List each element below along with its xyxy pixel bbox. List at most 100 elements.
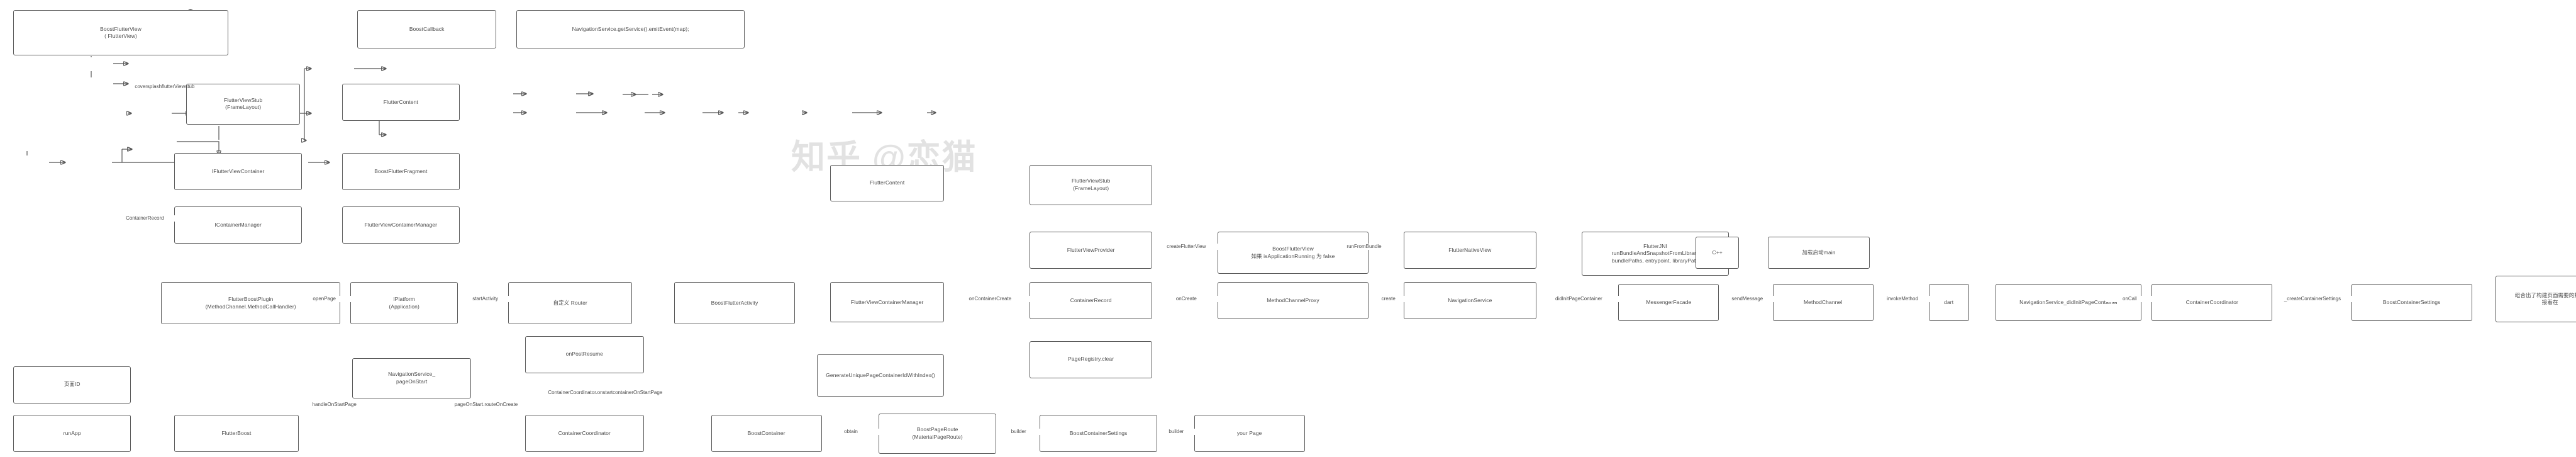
node-navservice_emitevent[interactable]: NavigationService.getService().emitEvent…	[516, 10, 745, 49]
node-label: ContainerRecord	[1070, 297, 1112, 304]
node-label: 自定义 Router	[553, 300, 587, 307]
node-label: IContainerManager	[214, 221, 262, 228]
node-label: BoostPageRoute(MaterialPageRoute)	[912, 426, 963, 440]
node-label: FlutterViewContainerManager	[850, 298, 924, 305]
edge-label-create: create	[1372, 295, 1405, 303]
node-label: FlutterBoostPlugin(MethodChannel.MethodC…	[205, 296, 296, 310]
node-iflutterviewcontainer[interactable]: IFlutterViewContainer	[174, 152, 302, 190]
edge-label-handleonstartpage: handleOnStartPage	[302, 401, 367, 409]
node-label: 组合出了构建页面需要的数据接着在	[2514, 291, 2576, 306]
node-boostflutterview_top[interactable]: BoostFlutterView( FlutterView)	[13, 10, 228, 56]
node-containercoordinator_2[interactable]: ContainerCoordinator	[525, 415, 644, 452]
node-boostcontainersettings_1[interactable]: BoostContainerSettings	[2351, 284, 2472, 321]
node-fluttercontent_1[interactable]: FlutterContent	[342, 84, 460, 121]
edge-label-oncall: onCall	[2106, 295, 2153, 303]
edge-label-oncreate: onCreate	[1153, 295, 1219, 303]
node-containercoordinator_1[interactable]: ContainerCoordinator	[2151, 284, 2273, 321]
node-label: NavigationService_didInitPageContainer	[2019, 298, 2118, 305]
edge-label-containercoordinator-onstartpage: ContainerCoordinator.onstartcontainerOnS…	[516, 390, 694, 397]
node-methodchannelproxy[interactable]: MethodChannelProxy	[1218, 282, 1368, 320]
node-label: MethodChannel	[1803, 298, 1843, 305]
node-flutterviewstub_2[interactable]: FlutterViewStub(FrameLayout)	[1030, 164, 1152, 205]
node-boostcontainersettings_2[interactable]: BoostContainerSettings	[1040, 415, 1157, 452]
node-label: MethodChannelProxy	[1267, 297, 1319, 304]
node-your_page[interactable]: your Page	[1194, 415, 1305, 452]
node-label: GenerateUniquePageContainerIdWithIndex()	[826, 371, 935, 378]
node-label: BoostFlutterActivity	[711, 300, 758, 307]
node-cpp[interactable]: C++	[1696, 237, 1740, 269]
node-flutternativeview[interactable]: FlutterNativeView	[1404, 232, 1536, 269]
node-label: FlutterViewContainerManager	[364, 221, 438, 228]
node-boostflutterfragment[interactable]: BoostFlutterFragment	[342, 152, 460, 190]
node-fluttercontent_2[interactable]: FlutterContent	[830, 164, 945, 202]
node-label: onPostResume	[565, 351, 603, 358]
edge-label-boostcontainer-builder: builder	[996, 428, 1041, 436]
node-icontainermanager[interactable]: IContainerManager	[174, 206, 302, 244]
edge-label-boostcontainersettings-builder: builder	[1157, 428, 1196, 436]
edge-label-startactivity: startActivity	[459, 295, 511, 303]
node-dart_1[interactable]: dart	[1928, 284, 1969, 321]
node-label: FlutterViewStub(FrameLayout)	[1071, 178, 1111, 191]
node-flutterviewstub_1[interactable]: FlutterViewStub(FrameLayout)	[186, 84, 301, 125]
node-label: FlutterViewProvider	[1067, 246, 1115, 253]
node-label: FlutterContent	[383, 99, 418, 106]
node-flutterviewcontainermanager_left[interactable]: FlutterViewContainerManager	[342, 206, 460, 244]
edge-label-containerrecord-label: ContainerRecord	[114, 215, 176, 222]
edge-label-createflutterview: createFlutterView	[1153, 244, 1219, 251]
node-iplatform[interactable]: IPlatform(Application)	[350, 282, 458, 325]
node-label: 加载启动main	[1802, 249, 1836, 256]
node-navservice_pageonstart[interactable]: NavigationService_pageOnStart	[352, 358, 472, 398]
node-label: BoostFlutterView( FlutterView)	[100, 25, 142, 40]
node-custom_router[interactable]: 自定义 Router	[508, 282, 633, 325]
node-flutterboost[interactable]: FlutterBoost	[174, 415, 299, 452]
node-navservice_didinit[interactable]: NavigationService_didInitPageContainer	[1996, 284, 2142, 321]
node-onpostresume[interactable]: onPostResume	[525, 336, 644, 373]
node-boostpagemodule[interactable]: BoostPageRoute(MaterialPageRoute)	[879, 413, 996, 454]
node-label: IPlatform(Application)	[389, 296, 419, 310]
node-messengerfacade[interactable]: MessengerFacade	[1618, 284, 1719, 321]
node-label: FlutterContent	[870, 179, 905, 186]
edge-label-createcontainersettings: _createContainerSettings	[2272, 295, 2353, 303]
node-page_id[interactable]: 页面ID	[13, 366, 131, 403]
edge-label-boostcontainer-obtain: obtain	[821, 428, 880, 436]
node-label: ContainerCoordinator	[558, 429, 611, 436]
node-label: FlutterNativeView	[1448, 246, 1492, 253]
node-label: runApp	[63, 429, 81, 436]
node-label: IFlutterViewContainer	[211, 167, 265, 174]
edge-label-pageonstartrouteoncreate: pageOnStart.routeOnCreate	[446, 401, 526, 409]
node-runapp[interactable]: runApp	[13, 415, 131, 452]
node-navigationservice[interactable]: NavigationService	[1404, 282, 1536, 320]
node-label: dart	[1944, 298, 1954, 305]
node-label: BoostFlutterFragment	[374, 167, 428, 174]
node-label: BoostContainerSettings	[2382, 298, 2441, 305]
node-label: BoostCallback	[409, 25, 445, 32]
node-containerrecord[interactable]: ContainerRecord	[1030, 282, 1152, 320]
node-load_main[interactable]: 加载启动main	[1767, 237, 1870, 269]
node-label: your Page	[1236, 429, 1262, 436]
edge-label-invokemethod: invokeMethod	[1875, 295, 1930, 303]
node-label: FlutterViewStub(FrameLayout)	[223, 97, 263, 111]
edge-label-runfrombundle: runFromBundle	[1324, 244, 1404, 251]
node-label: NavigationService_pageOnStart	[388, 371, 436, 385]
node-label: FlutterBoost	[221, 429, 252, 436]
node-boostcallback[interactable]: BoostCallback	[357, 10, 497, 49]
node-label: C++	[1712, 249, 1723, 256]
node-boostflutteractivity[interactable]: BoostFlutterActivity	[674, 282, 795, 325]
node-generatepagecontainer[interactable]: GenerateUniquePageContainerIdWithIndex()	[816, 354, 945, 397]
node-pageregistry[interactable]: PageRegistry.clear	[1030, 341, 1152, 378]
node-boostcontainer[interactable]: BoostContainer	[711, 415, 822, 452]
edge-label-openpage: openPage	[297, 295, 352, 303]
node-label: PageRegistry.clear	[1068, 356, 1114, 363]
node-methodchannel[interactable]: MethodChannel	[1772, 284, 1874, 321]
node-flutterviewprovider[interactable]: FlutterViewProvider	[1030, 232, 1152, 269]
node-label: 页面ID	[64, 381, 80, 388]
edge-label-cover-splash: coversplashflutterViewstub	[134, 84, 195, 91]
node-build_page_data[interactable]: 组合出了构建页面需要的数据接着在	[2496, 275, 2576, 323]
node-flutterviewcontainermanager_mid[interactable]: FlutterViewContainerManager	[830, 282, 945, 323]
node-flutterboostplugin[interactable]: FlutterBoostPlugin(MethodChannel.MethodC…	[161, 282, 341, 325]
node-label: NavigationService	[1448, 297, 1492, 304]
